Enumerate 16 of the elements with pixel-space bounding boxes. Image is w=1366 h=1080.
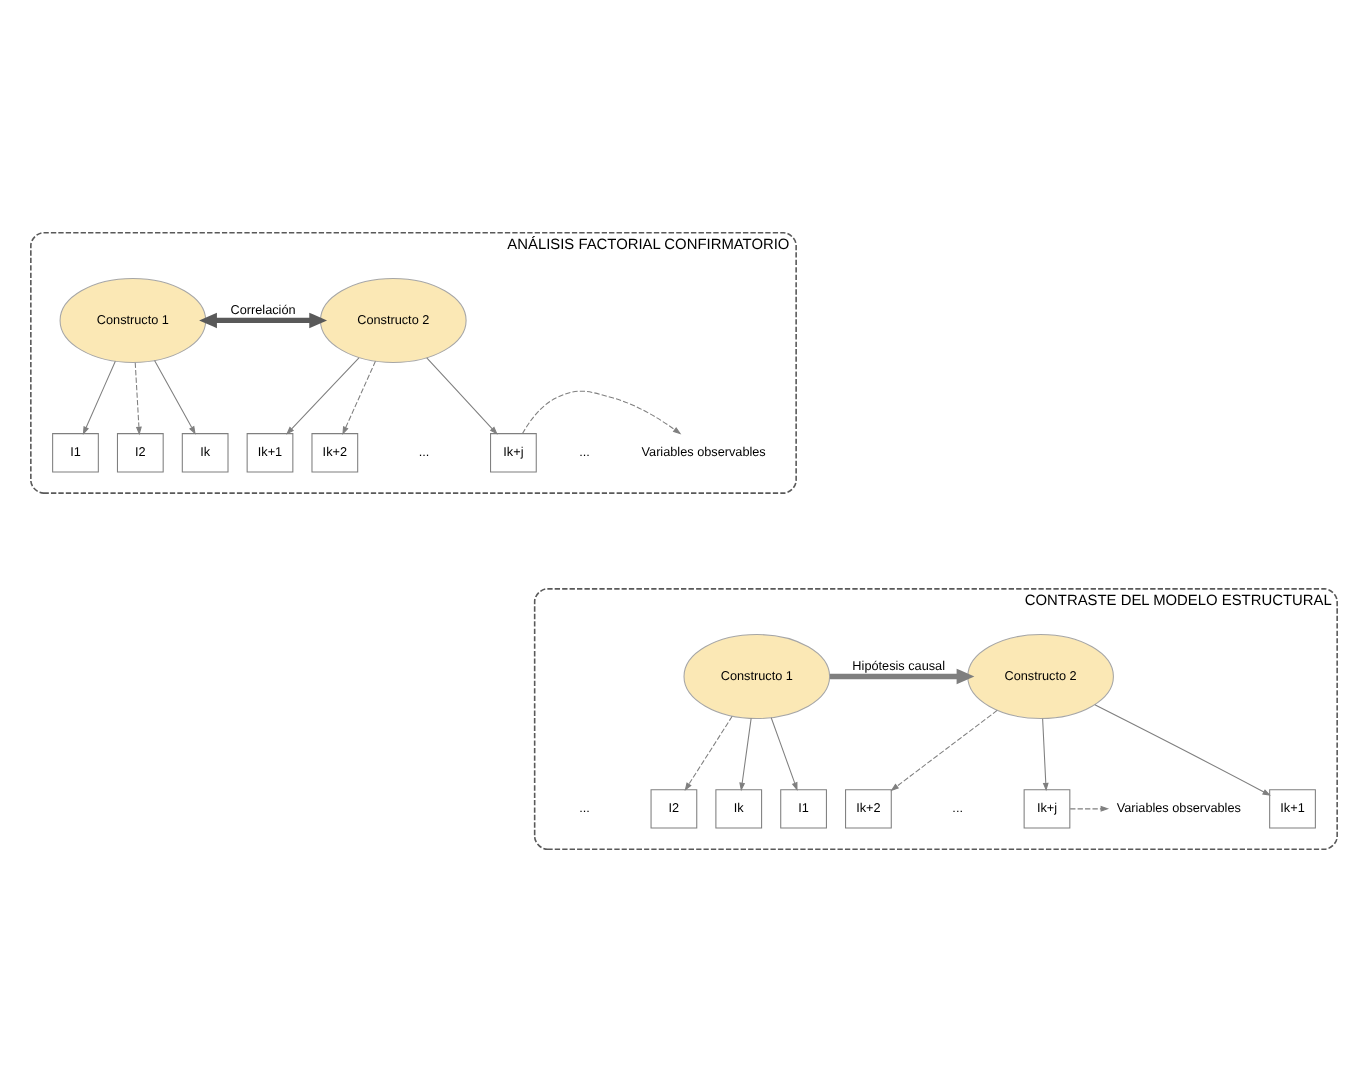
arrow [1068,804,1109,811]
arrow [683,714,732,791]
arrow [889,708,997,791]
arrow [153,359,195,434]
arrow [1041,717,1048,791]
arrow [81,359,115,434]
arrow [133,361,141,435]
arrow [198,311,327,328]
arrow [1093,703,1270,795]
arrow [738,716,751,791]
arrow [285,356,359,434]
arrow [828,667,974,684]
arrow [425,356,497,434]
arrow [341,359,375,434]
arrow [769,716,797,790]
arrow [521,389,681,434]
